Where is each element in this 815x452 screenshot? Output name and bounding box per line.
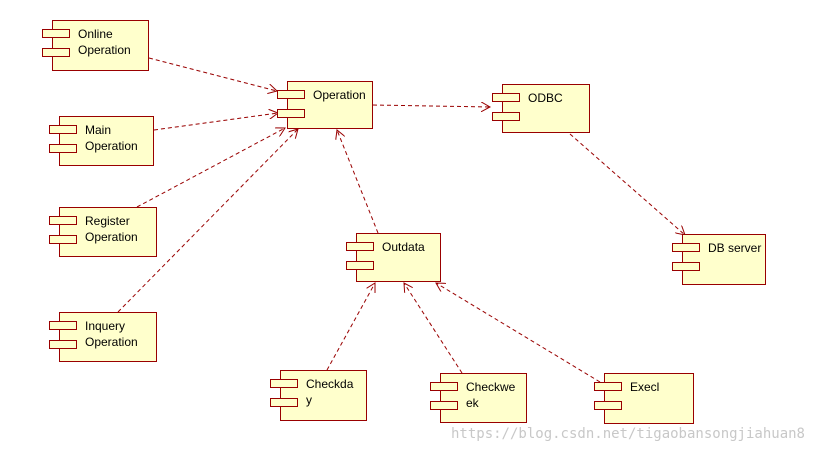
component-tab-icon [49,144,77,153]
component-main[interactable]: Main Operation [49,116,154,166]
component-tab-icon [672,262,700,271]
component-online[interactable]: Online Operation [42,20,149,71]
component-outdata[interactable]: Outdata [346,233,441,282]
component-tab-icon [346,261,374,270]
component-label: Outdata [382,240,425,254]
dependency-arrow-checkweek-to-outdata [404,283,463,374]
component-tab-icon [277,109,305,118]
dependency-arrow-online-to-operation [148,57,277,91]
component-checkday[interactable]: Checkda y [270,370,367,421]
dependency-arrow-outdata-to-operation [337,130,379,234]
component-label: ODBC [528,91,563,105]
component-label: DB server [708,241,762,255]
component-execl[interactable]: Execl [594,373,694,424]
component-tab-icon [270,398,298,407]
watermark: https://blog.csdn.net/tigaobansongjiahua… [450,426,805,442]
component-tab-icon [277,90,305,99]
component-tab-icon [346,242,374,251]
component-tab-icon [594,401,622,410]
component-tab-icon [49,125,77,134]
dependency-arrow-checkday-to-outdata [326,283,375,371]
component-label: Checkda y [306,377,354,407]
component-odbc[interactable]: ODBC [492,84,590,133]
component-tab-icon [42,48,70,57]
component-tab-icon [49,235,77,244]
component-label: Register Operation [85,214,138,244]
component-label: Online Operation [78,27,131,57]
dependency-arrow-main-to-operation [153,113,278,131]
component-dbserver[interactable]: DB server [672,234,766,285]
component-label: Main Operation [85,123,138,153]
component-tab-icon [49,340,77,349]
component-tab-icon [492,112,520,121]
component-label: Inquery Operation [85,319,138,349]
component-tab-icon [672,243,700,252]
dependency-arrow-execl-to-outdata [436,283,601,383]
component-tab-icon [49,321,77,330]
component-inquery[interactable]: Inquery Operation [49,312,157,362]
component-tab-icon [430,401,458,410]
dependency-arrow-inquery-to-operation [117,129,298,313]
component-label: Execl [630,380,660,394]
dependency-arrow-register-to-operation [136,128,285,208]
component-tab-icon [270,379,298,388]
dependency-arrow-odbc-to-dbserver [569,133,685,235]
component-operation[interactable]: Operation [277,81,373,129]
component-label: Operation [313,88,366,102]
component-register[interactable]: Register Operation [49,207,157,257]
component-checkweek[interactable]: Checkwe ek [430,373,527,423]
component-tab-icon [430,382,458,391]
component-tab-icon [594,382,622,391]
dependency-arrow-operation-to-odbc [372,105,490,107]
component-label: Checkwe ek [466,380,516,410]
component-tab-icon [492,93,520,102]
component-tab-icon [49,216,77,225]
component-tab-icon [42,29,70,38]
